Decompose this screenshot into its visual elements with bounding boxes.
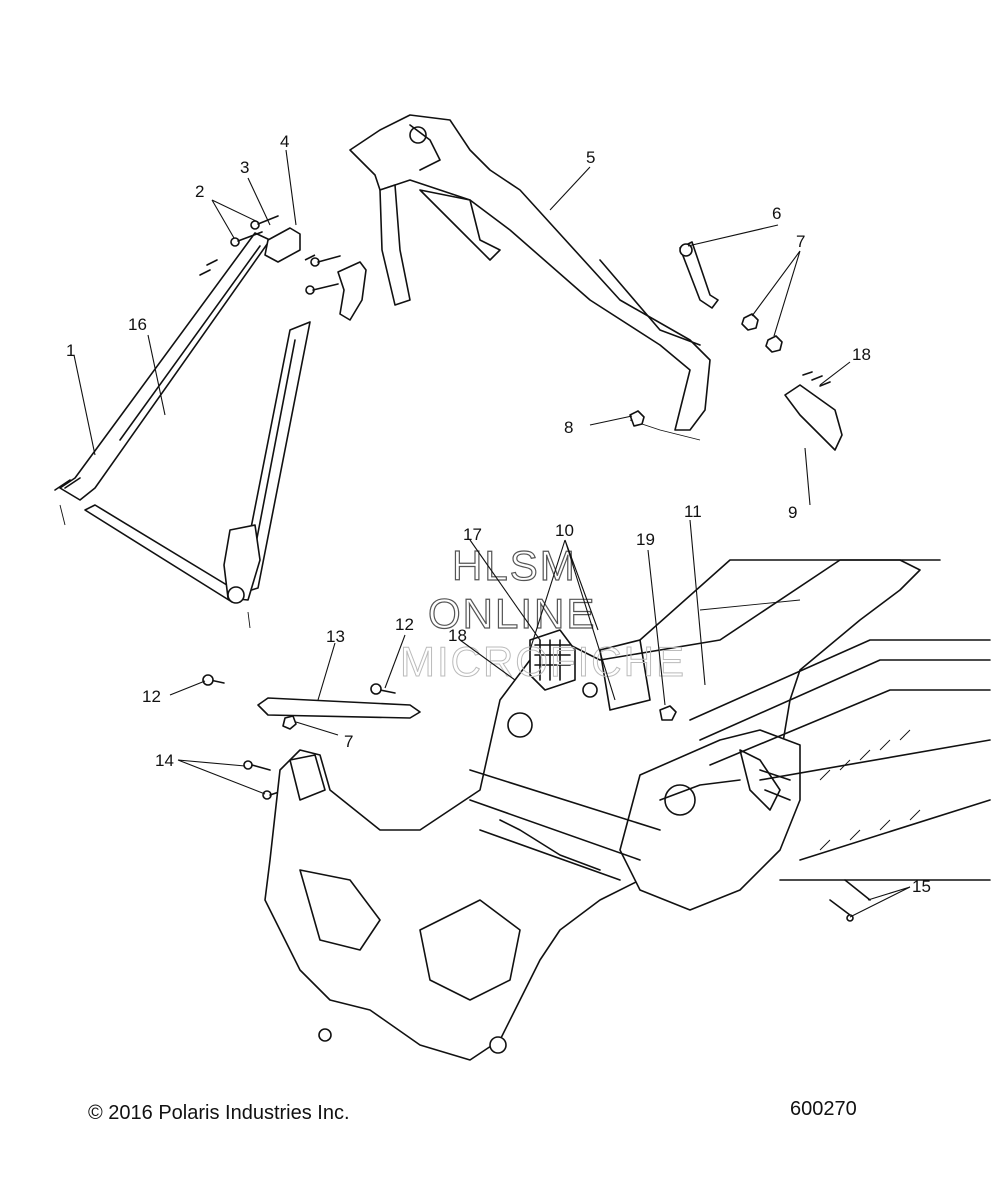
- mount-bolts: [243, 760, 286, 800]
- copyright-notice: © 2016 Polaris Industries Inc.: [88, 1102, 350, 1124]
- callout-15: 15: [912, 877, 931, 896]
- callout-11: 11: [684, 502, 702, 521]
- brace-rod: [202, 674, 421, 730]
- callout-13: 13: [326, 627, 345, 646]
- callout-12b: 12: [142, 687, 161, 706]
- svg-text:HLSM: HLSM: [452, 542, 577, 589]
- callout-10: 10: [555, 521, 574, 540]
- callout-2: 2: [195, 182, 204, 201]
- callout-labels: 1 16 2 3 4 5 6 7 18 8 9 10 11 19 17 18 1…: [66, 132, 931, 896]
- callout-12a: 12: [395, 615, 414, 634]
- front-strut-assembly: [54, 232, 311, 629]
- watermark: HLSM ONLINE MICROFICHE: [400, 541, 686, 685]
- callout-19: 19: [636, 530, 655, 549]
- main-chassis: [264, 559, 921, 1061]
- callout-6: 6: [772, 204, 781, 223]
- document-number: 600270: [790, 1098, 857, 1120]
- callout-8: 8: [564, 418, 573, 437]
- rail-bolts: [829, 879, 871, 922]
- tunnel-rails: [639, 559, 991, 881]
- callout-4: 4: [280, 132, 289, 151]
- leader-lines: [73, 149, 911, 918]
- svg-text:ONLINE: ONLINE: [428, 590, 596, 637]
- callout-5: 5: [586, 148, 595, 167]
- callout-17: 17: [463, 525, 482, 544]
- callout-3: 3: [240, 158, 249, 177]
- callout-18b: 18: [448, 626, 467, 645]
- callout-7b: 7: [344, 732, 353, 751]
- side-plate-bracket: [784, 371, 843, 451]
- callout-16: 16: [128, 315, 147, 334]
- link-bolts-and-brackets: [230, 215, 367, 321]
- callout-9: 9: [788, 503, 797, 522]
- callout-1: 1: [66, 341, 75, 360]
- callout-7a: 7: [796, 232, 805, 251]
- callout-14: 14: [155, 751, 174, 770]
- small-hardware-right: [629, 241, 783, 427]
- svg-text:MICROFICHE: MICROFICHE: [400, 638, 686, 685]
- upper-frame-hoop: [349, 114, 711, 441]
- clip-19: [659, 705, 677, 721]
- callout-18a: 18: [852, 345, 871, 364]
